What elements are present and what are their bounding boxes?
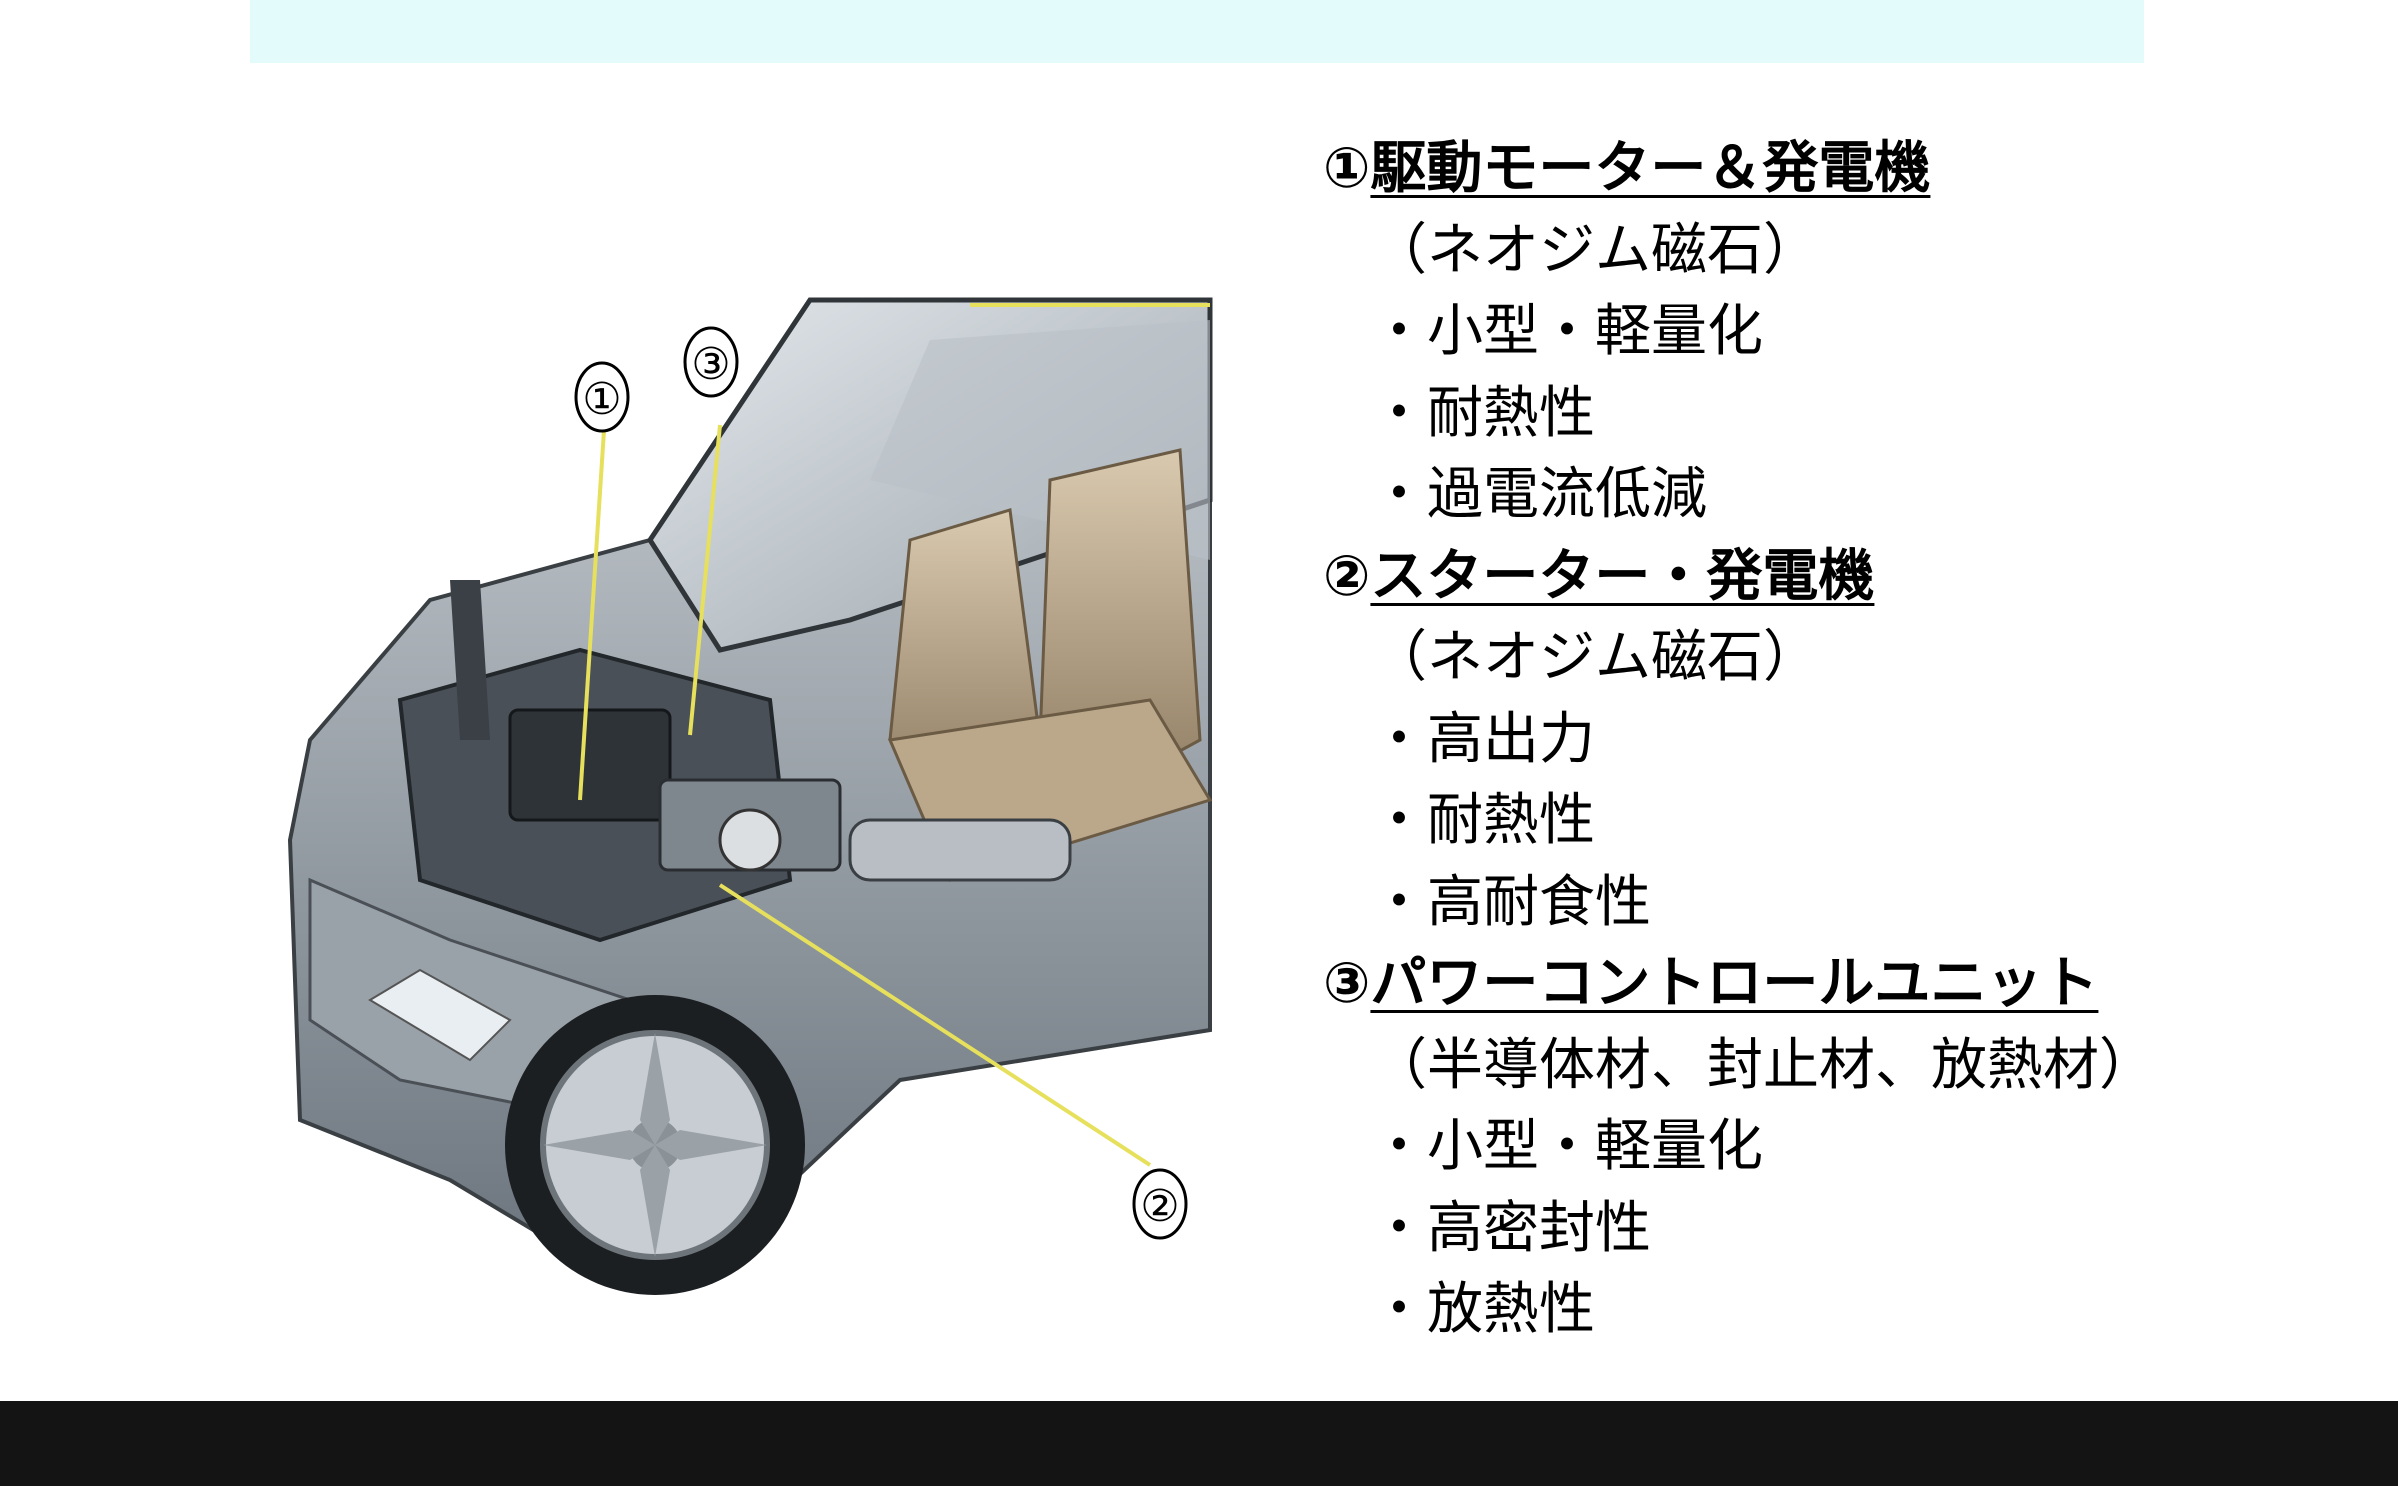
callout-marker-3: ③ bbox=[683, 326, 739, 398]
callout-label-2: ② bbox=[1140, 1181, 1179, 1232]
spec-heading-text-3: パワーコントロールユニット bbox=[1370, 951, 2099, 1016]
spec-requirement: ・高耐食性 bbox=[1371, 869, 1651, 935]
spec-requirement: ・小型・軽量化 bbox=[1371, 1114, 1763, 1179]
title-band bbox=[250, 0, 2144, 63]
interior-seats bbox=[887, 448, 1213, 882]
spec-heading-3: ③パワーコントロールユニット bbox=[1323, 943, 2373, 1025]
spec-number-1: ① bbox=[1323, 136, 1371, 201]
spec-requirement: ・小型・軽量化 bbox=[1371, 299, 1763, 364]
spec-material-3: （半導体材、封止材、放熱材） bbox=[1371, 1032, 2155, 1098]
footer-bar bbox=[0, 1401, 2398, 1486]
callout-label-3: ③ bbox=[691, 339, 730, 390]
spec-requirement: ・放熱性 bbox=[1371, 1277, 1595, 1342]
spec-requirement: ・高出力 bbox=[1371, 706, 1595, 772]
spec-requirement: ・高密封性 bbox=[1371, 1195, 1651, 1261]
engine-bay bbox=[397, 580, 1072, 943]
spec-material-2: （ネオジム磁石） bbox=[1371, 625, 1819, 690]
front-wheel bbox=[505, 995, 805, 1295]
spec-heading-2: ②スターター・発電機 bbox=[1323, 536, 2373, 618]
spec-number-2: ② bbox=[1323, 543, 1371, 609]
spec-number-3: ③ bbox=[1323, 951, 1371, 1016]
component-spec-list: ①駆動モーター＆発電機 （ネオジム磁石） ・小型・軽量化 ・耐熱性 ・過電流低減… bbox=[1323, 128, 2373, 1351]
callout-label-1: ① bbox=[582, 374, 621, 425]
hybrid-car-cutaway-illustration: ① ③ ② bbox=[287, 297, 1213, 1295]
callout-marker-2: ② bbox=[1132, 1168, 1188, 1240]
spec-requirement: ・耐熱性 bbox=[1371, 788, 1595, 853]
spec-material-1: （ネオジム磁石） bbox=[1371, 217, 1819, 283]
spec-heading-1: ①駆動モーター＆発電機 bbox=[1323, 128, 2373, 210]
spec-requirement: ・過電流低減 bbox=[1371, 462, 1707, 527]
spec-heading-text-1: 駆動モーター＆発電機 bbox=[1370, 136, 1931, 201]
callout-leader-lines bbox=[578, 303, 1210, 1167]
callout-marker-1: ① bbox=[574, 361, 630, 433]
spec-heading-text-2: スターター・発電機 bbox=[1370, 543, 1875, 609]
spec-requirement: ・耐熱性 bbox=[1371, 380, 1595, 446]
